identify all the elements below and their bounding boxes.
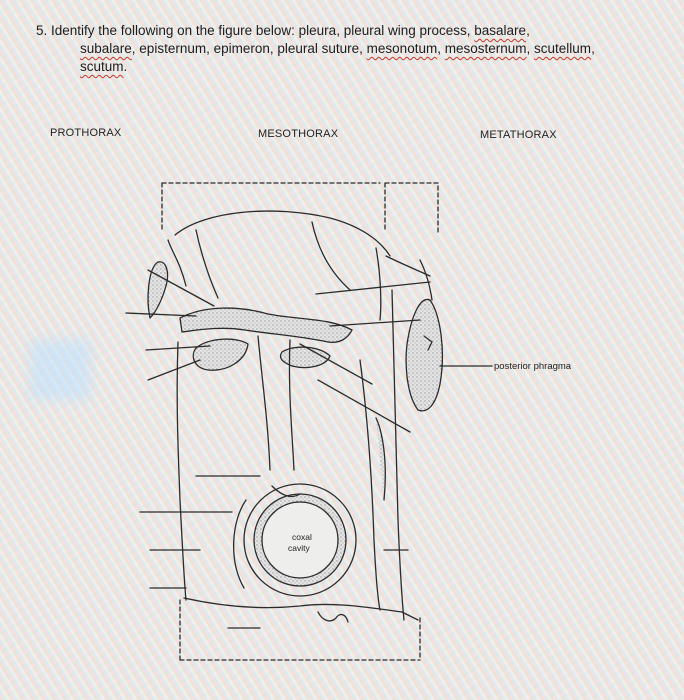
question-line-3: scutum. [36, 58, 656, 76]
metapleuron-stipple [375, 417, 386, 501]
sternum-base [183, 597, 419, 621]
label-metathorax: METATHORAX [480, 129, 557, 141]
dashed-frame-top-right [384, 182, 439, 233]
pointer-line [299, 343, 373, 385]
pointer-line [145, 345, 211, 351]
punct: , [591, 41, 595, 56]
pointer-line [329, 319, 421, 327]
prothorax-lobe [147, 261, 169, 319]
basalare [192, 338, 249, 371]
coxal-left-rim [233, 499, 247, 589]
term-basalare: basalare [474, 23, 527, 38]
term-mesosternum: mesosternum [444, 41, 527, 56]
dashed-frame-top-left [161, 182, 381, 233]
label-prothorax: PROTHORAX [50, 127, 122, 139]
arrowhead [423, 335, 433, 351]
pleural-suture [257, 335, 295, 471]
metapleuron-outline [391, 289, 405, 621]
punct: . [123, 59, 128, 74]
term-mesonotum: mesonotum [366, 41, 438, 56]
coxal-cavity-outer [243, 483, 357, 597]
label-posterior-phragma: posterior phragma [494, 361, 572, 372]
label-cavity: cavity [288, 543, 310, 553]
scutellum-suture [311, 221, 351, 291]
term-scutum: scutum [80, 59, 124, 74]
punct: , [526, 23, 530, 38]
term-subalare: subalare [80, 41, 132, 56]
notum-dome [174, 210, 391, 257]
pointer-line [315, 281, 431, 295]
scutum-suture [195, 229, 219, 299]
question-line-1: 5. Identify the following on the figure … [36, 22, 656, 40]
pointer-line [125, 312, 197, 317]
pointer-line [147, 359, 201, 381]
screen-glare [30, 340, 90, 400]
notum-anterior-edge [167, 239, 187, 287]
posterior-phragma-lobe [405, 298, 444, 412]
question-text: 5. Identify the following on the figure … [36, 22, 656, 76]
phragma-stalk [419, 259, 433, 301]
label-mesothorax: MESOTHORAX [258, 128, 339, 140]
punct: , [526, 41, 535, 56]
pointer-line [317, 379, 411, 433]
label-coxal: coxal [292, 532, 312, 542]
punct: , [437, 41, 445, 56]
question-line-2: subalare, episternum, epimeron, pleural … [36, 40, 656, 58]
episternum-outline [176, 341, 187, 601]
term-scutellum: scutellum [534, 41, 592, 56]
question-line-2-text: , episternum, epimeron, pleural suture, [131, 41, 367, 56]
coxal-cavity-inner [261, 501, 339, 579]
metanotum-edge [375, 247, 382, 321]
question-line-1-text: 5. Identify the following on the figure … [36, 23, 475, 38]
pointer-line [147, 269, 215, 307]
sternal-furca [317, 611, 349, 623]
subalare [279, 346, 331, 369]
coxal-top-notch [271, 485, 301, 498]
epimeron-outline [359, 359, 381, 611]
wing-base-sclerites [179, 307, 353, 344]
dashed-frame-bottom [179, 599, 421, 661]
